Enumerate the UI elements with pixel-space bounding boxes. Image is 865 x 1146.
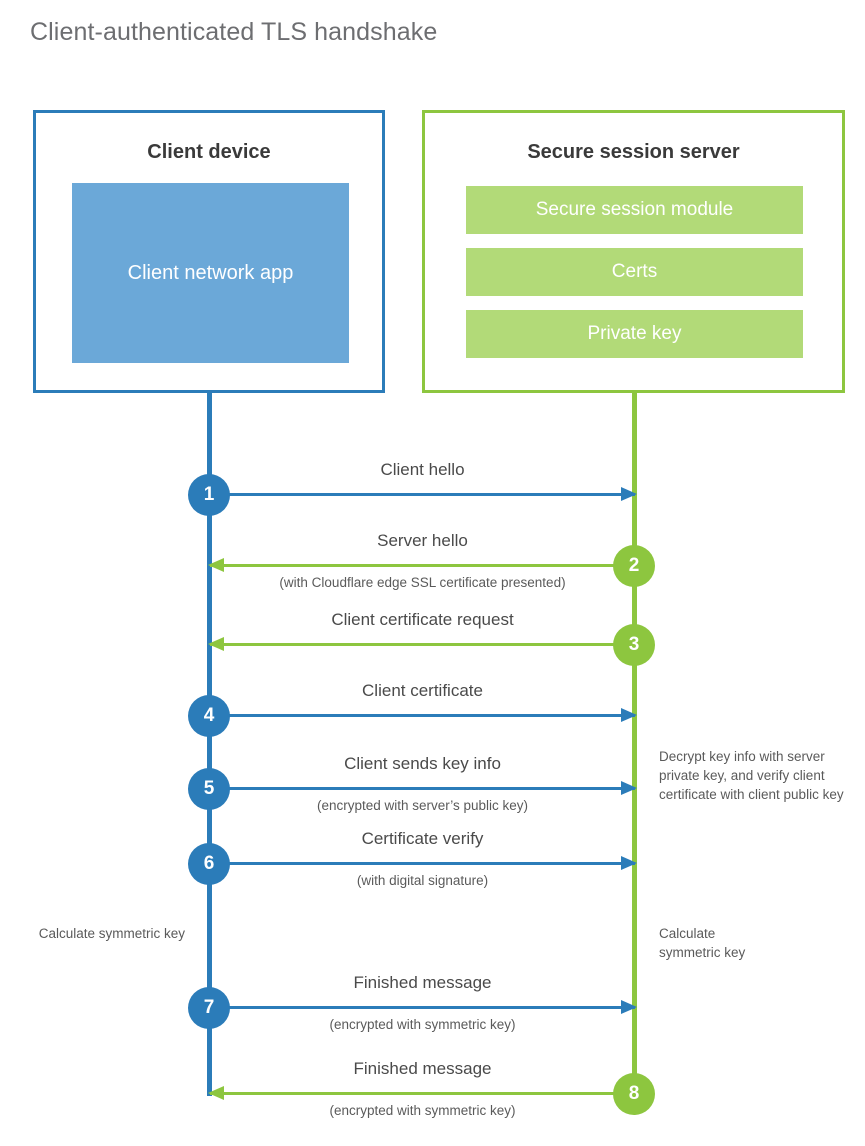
- step-badge-7: 7: [188, 986, 230, 1029]
- message-sub-5: (encrypted with server’s public key): [316, 798, 529, 813]
- message-arrow-line-1: [210, 493, 635, 496]
- step-badge-8: 8: [613, 1072, 655, 1115]
- message-label-2: Server hello: [377, 531, 468, 550]
- arrow-head-right-icon: [621, 781, 637, 795]
- step-badge-1: 1: [188, 473, 230, 516]
- arrow-head-right-icon: [621, 708, 637, 722]
- client-device-title: Client device: [147, 141, 271, 163]
- message-label-8: Finished message: [353, 1059, 492, 1078]
- message-arrow-line-6: [210, 862, 635, 865]
- arrow-head-right-icon: [621, 487, 637, 501]
- message-arrow-line-4: [210, 714, 635, 717]
- client-calculate-symmetric-key-note: Calculate symmetric key: [38, 926, 185, 941]
- secure-session-server-title: Secure session server: [527, 141, 740, 163]
- message-label-3: Client certificate request: [331, 610, 514, 629]
- server-component-secure-session-module: Secure session module: [466, 186, 803, 234]
- message-arrow-line-2: [210, 564, 635, 567]
- server-component-private-key: Private key: [466, 310, 803, 358]
- client-lifeline: [207, 391, 212, 1096]
- message-label-4: Client certificate: [362, 681, 483, 700]
- arrow-head-left-icon: [208, 558, 224, 572]
- step-badge-5: 5: [188, 767, 230, 810]
- arrow-head-right-icon: [621, 856, 637, 870]
- page-title: Client-authenticated TLS handshake: [30, 18, 438, 46]
- arrow-head-left-icon: [208, 637, 224, 651]
- message-label-5: Client sends key info: [344, 754, 501, 773]
- message-sub-2: (with Cloudflare edge SSL certificate pr…: [279, 575, 566, 590]
- step-badge-3: 3: [613, 623, 655, 666]
- arrow-head-left-icon: [208, 1086, 224, 1100]
- message-sub-7: (encrypted with symmetric key): [329, 1017, 516, 1032]
- server-lifeline: [632, 391, 637, 1096]
- message-arrow-line-3: [210, 643, 635, 646]
- step-badge-2: 2: [613, 544, 655, 587]
- message-arrow-line-8: [210, 1092, 635, 1095]
- message-label-1: Client hello: [380, 460, 465, 479]
- secure-session-server-box: Secure session server Secure session mod…: [422, 110, 845, 393]
- server-calculate-symmetric-key-note: Calculate symmetric key: [659, 926, 746, 960]
- client-network-app-block: Client network app: [72, 183, 349, 363]
- message-arrow-line-5: [210, 787, 635, 790]
- message-arrow-line-7: [210, 1006, 635, 1009]
- message-label-7: Finished message: [353, 973, 492, 992]
- server-decrypt-note: Decrypt key info with server private key…: [659, 749, 844, 802]
- arrow-head-right-icon: [621, 1000, 637, 1014]
- message-sub-8: (encrypted with symmetric key): [329, 1103, 516, 1118]
- server-component-certs: Certs: [466, 248, 803, 296]
- step-badge-6: 6: [188, 842, 230, 885]
- server-component-list: Secure session module Certs Private key: [466, 186, 803, 358]
- message-sub-6: (with digital signature): [356, 873, 489, 888]
- step-badge-4: 4: [188, 694, 230, 737]
- message-label-6: Certificate verify: [361, 829, 484, 848]
- client-device-box: Client device Client network app: [33, 110, 385, 393]
